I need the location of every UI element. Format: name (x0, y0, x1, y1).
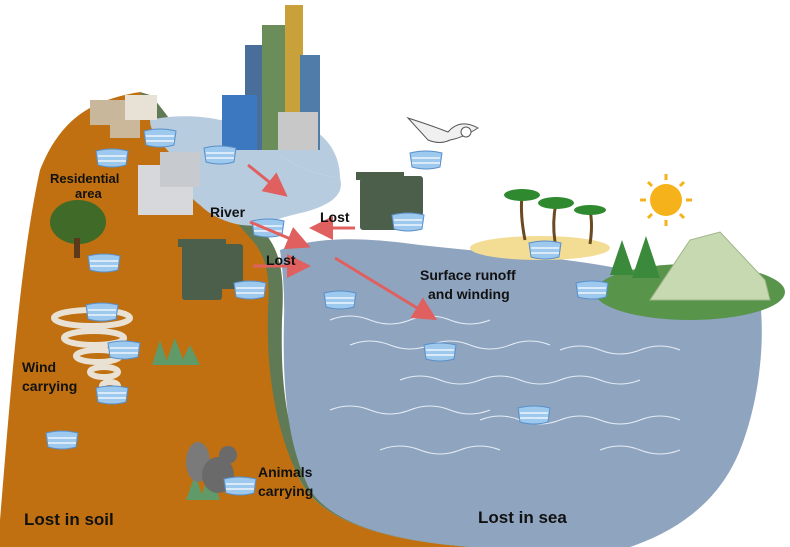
flow-arrows (247, 163, 438, 321)
seagull-icon (406, 116, 479, 143)
mountain-icon (649, 231, 771, 301)
tornado-icon (51, 307, 133, 393)
soil-land (0, 92, 470, 547)
label-river: River (210, 204, 246, 220)
island (470, 174, 785, 320)
label-animals: Animals (258, 464, 313, 480)
label-surface-runoff: Surface runoff (420, 267, 516, 283)
tree-icon (610, 236, 660, 278)
label-wind-carrying: carrying (22, 378, 77, 394)
label-residential-area: area (75, 186, 103, 201)
trash-bin-icon (178, 239, 243, 300)
water-ripples (329, 315, 681, 455)
label-and-winding: and winding (428, 286, 510, 302)
label-lost-lower: Lost (266, 252, 296, 268)
label-residential: Residential (50, 171, 119, 186)
building-icon (138, 152, 200, 215)
label-lost-upper: Lost (320, 209, 350, 225)
river (150, 116, 341, 226)
building-icon (222, 5, 320, 150)
trash-bin-icon (356, 172, 423, 230)
label-wind: Wind (22, 359, 56, 375)
tree-icon (50, 200, 106, 258)
house-icon (90, 95, 157, 138)
label-animals-carrying: carrying (258, 483, 313, 499)
label-lost-in-soil: Lost in soil (24, 510, 114, 529)
label-lost-in-sea: Lost in sea (478, 508, 567, 527)
sun-icon (640, 174, 692, 226)
sea (280, 239, 762, 547)
